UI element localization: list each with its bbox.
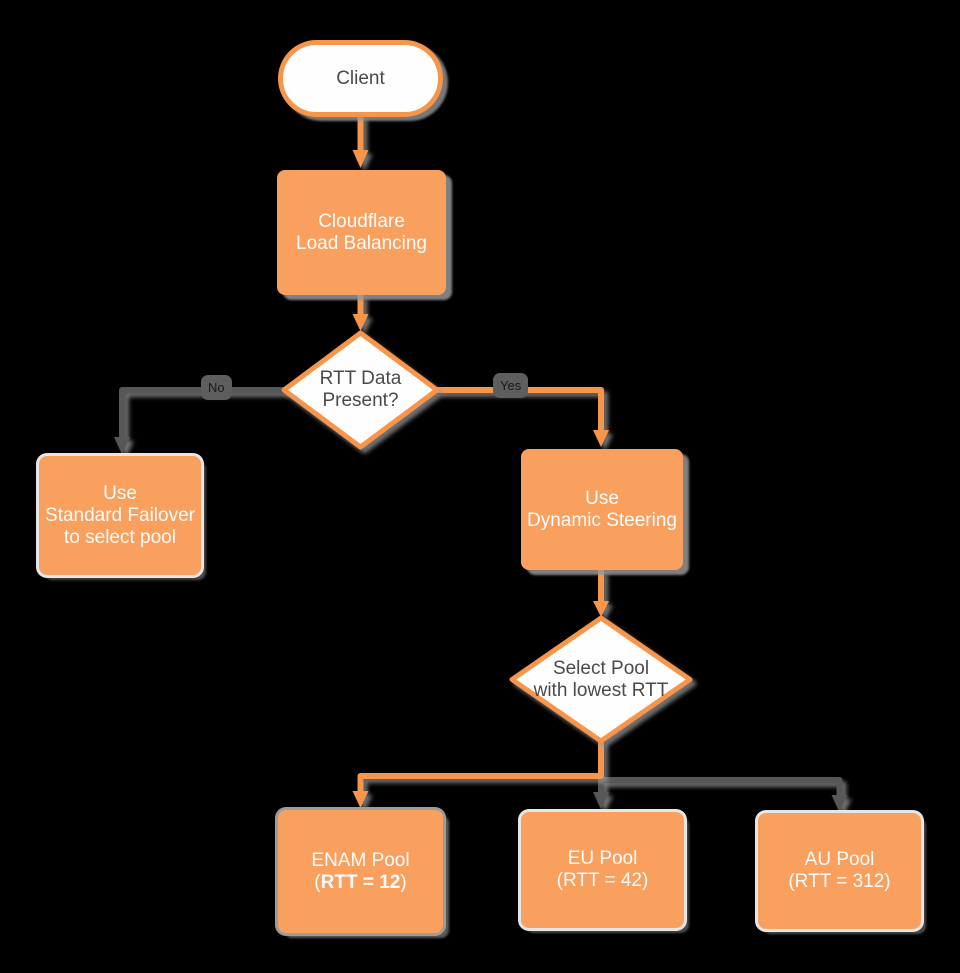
decision-select-pool-label: Select Pool with lowest RTT — [511, 645, 691, 715]
node-eu-pool: EU Pool (RTT = 42) — [521, 812, 684, 928]
arrowhead-down-icon — [352, 314, 369, 331]
node-label-line: EU Pool — [567, 848, 638, 869]
connector-select-pool-to-enam-pool — [352, 741, 604, 808]
decision-rtt-data-present-shape — [281, 330, 440, 450]
decision-label-line: Present? — [322, 390, 399, 411]
decision-select-pool-shape — [509, 615, 693, 744]
node-label-line: ENAM Pool — [311, 849, 410, 871]
node-label-line: Dynamic Steering — [527, 509, 677, 531]
node-label-line: AU Pool — [804, 849, 875, 870]
node-label-line: (RTT = 42) — [556, 870, 649, 891]
arrowhead-down-icon — [352, 791, 369, 808]
edge-label-no: No — [201, 375, 232, 400]
node-label-line: Use — [585, 487, 619, 509]
connector-yes-to-dynamic-steering — [437, 387, 609, 447]
arrowhead-down-icon — [352, 150, 369, 168]
connector-cloudflare-to-rtt-decision — [352, 295, 369, 331]
node-label-line: Cloudflare — [318, 210, 405, 232]
decision-label-line: with lowest RTT — [533, 680, 669, 701]
node-label-line: Use — [103, 482, 137, 504]
node-use-dynamic-steering: Use Dynamic Steering — [521, 449, 683, 570]
arrowhead-down-icon — [593, 792, 609, 809]
decision-label-line: RTT Data — [319, 368, 402, 389]
node-label-line: (RTT = 312) — [788, 871, 891, 892]
arrowhead-down-icon — [114, 437, 130, 454]
edge-label-yes: Yes — [493, 373, 529, 398]
node-au-pool: AU Pool (RTT = 312) — [758, 813, 921, 929]
decision-label-line: Select Pool — [552, 658, 650, 679]
decision-rtt-data-present-label: RTT Data Present? — [287, 355, 434, 425]
arrowhead-down-icon — [593, 601, 609, 617]
arrowhead-down-icon — [593, 430, 609, 447]
node-client-label: Client — [336, 67, 385, 89]
connector-select-pool-to-au-pool — [601, 777, 848, 812]
node-label-line: Standard Failover — [45, 504, 195, 526]
connector-no-to-standard-failover — [114, 387, 286, 454]
arrowhead-down-icon — [831, 795, 848, 812]
node-use-standard-failover: Use Standard Failover to select pool — [39, 456, 201, 575]
node-label-line: Load Balancing — [296, 232, 427, 254]
node-cloudflare-load-balancing: Cloudflare Load Balancing — [277, 170, 446, 295]
node-label-line: (RTT = 12) — [314, 871, 407, 893]
node-enam-pool: ENAM Pool (RTT = 12) — [278, 810, 443, 933]
node-label-line: to select pool — [64, 526, 176, 548]
connector-dynamic-steering-to-select-pool — [593, 570, 609, 617]
node-client: Client — [278, 40, 443, 117]
connector-client-to-cloudflare — [352, 115, 369, 168]
